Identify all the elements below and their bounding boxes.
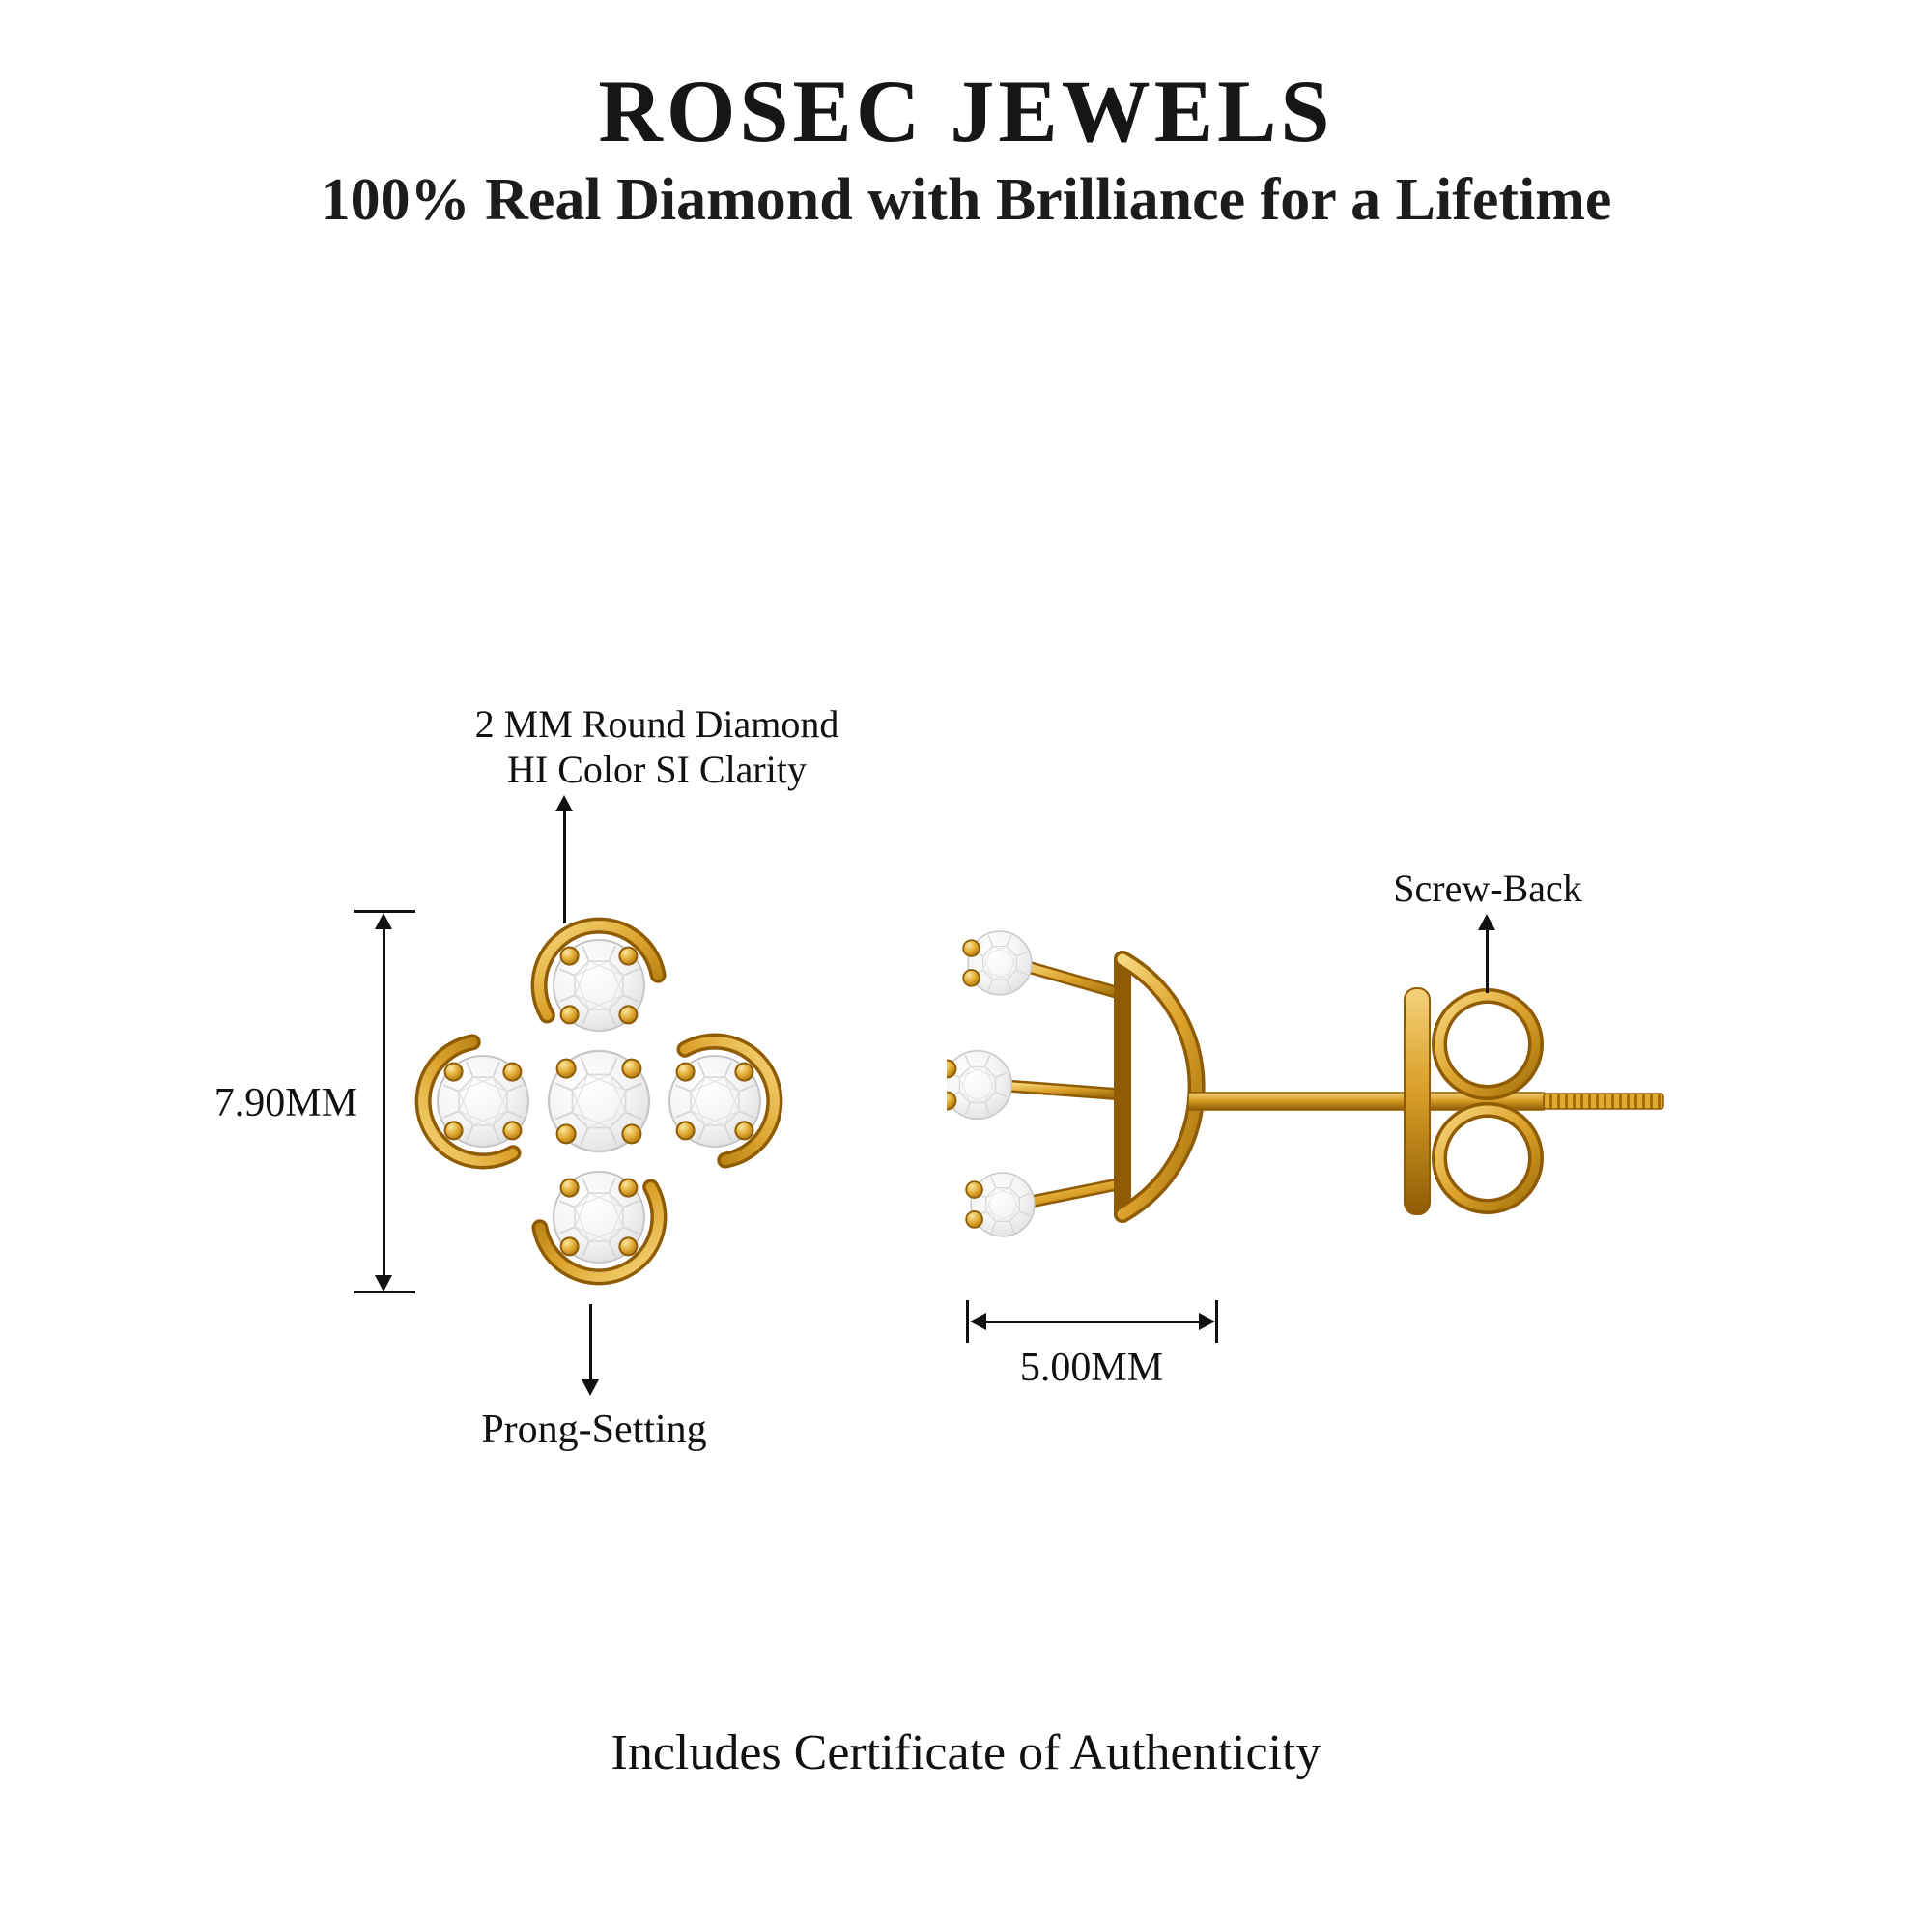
height-dim-label: 7.90MM — [213, 1081, 357, 1125]
width-dim-label: 5.00MM — [1019, 1346, 1164, 1390]
screwback-annotation-line — [1486, 927, 1489, 993]
screw-back-loops — [1432, 988, 1544, 1214]
screwback-annotation-label: Screw-Back — [1393, 867, 1582, 910]
certificate-note: Includes Certificate of Authenticity — [611, 1725, 1321, 1780]
prong-annotation-line — [589, 1304, 592, 1381]
width-dim-tick-left — [966, 1300, 969, 1343]
profile-stone-top — [962, 930, 1033, 996]
width-dim-arrow-left — [970, 1313, 986, 1330]
height-dim-line — [383, 925, 385, 1281]
stone-top — [553, 939, 645, 1032]
stone-annotation-arrow — [555, 795, 573, 811]
screw-back-plate — [1404, 987, 1431, 1215]
screwback-annotation-arrow — [1478, 914, 1495, 930]
stone-annotation-line — [563, 810, 566, 923]
stone-bottom — [553, 1171, 645, 1264]
side-view-earring-illustration — [947, 930, 1664, 1237]
basket-connectors — [986, 956, 1129, 1211]
prong-annotation-arrow — [582, 1379, 599, 1396]
width-dim-arrow-right — [1199, 1313, 1215, 1330]
threaded-post-end — [1543, 1093, 1664, 1110]
basket-profile — [1114, 951, 1206, 1223]
front-view-earring-illustration — [406, 879, 792, 1323]
height-dim-arrow-bottom — [375, 1275, 392, 1292]
profile-stone-middle — [947, 1050, 1012, 1120]
stone-right — [668, 1055, 761, 1148]
width-dim-tick-right — [1215, 1300, 1218, 1343]
prong-annotation-label: Prong-Setting — [481, 1407, 707, 1452]
height-dim-tick-top — [354, 910, 415, 913]
brand-title: ROSEC JEWELS — [598, 62, 1334, 160]
height-dim-arrow-top — [375, 913, 392, 929]
stone-annotation-line2: HI Color SI Clarity — [507, 748, 807, 792]
stone-annotation-label: 2 MM Round Diamond HI Color SI Clarity — [415, 701, 898, 792]
stone-center — [547, 1049, 651, 1153]
tagline: 100% Real Diamond with Brilliance for a … — [320, 167, 1612, 233]
stone-left — [437, 1055, 529, 1148]
width-dim-line — [983, 1321, 1202, 1323]
height-dim-tick-bottom — [354, 1291, 415, 1293]
stone-annotation-line1: 2 MM Round Diamond — [474, 702, 839, 746]
profile-stone-bottom — [965, 1172, 1036, 1237]
